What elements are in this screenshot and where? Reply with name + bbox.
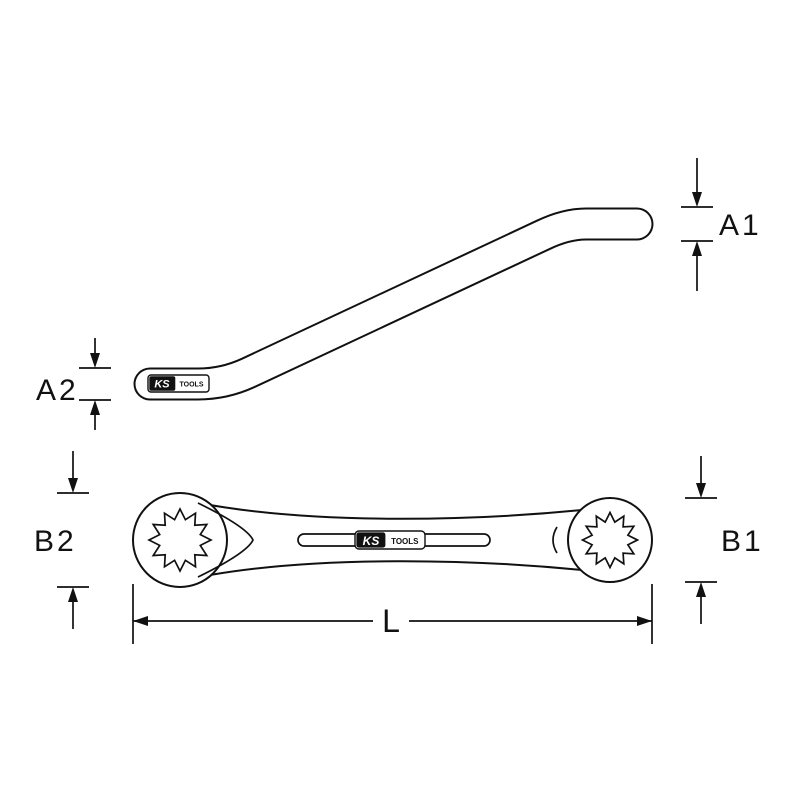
arrowhead-left — [133, 616, 148, 626]
right-ring-bihex-profile — [580, 510, 640, 570]
side-view: KS TOOLS — [133, 207, 654, 401]
right-neck-detail-line — [552, 526, 558, 554]
arrowhead-up — [68, 587, 78, 602]
dimension-a2: A2 — [36, 338, 111, 430]
dimension-l: L — [132, 584, 653, 644]
arrowhead-up — [692, 241, 702, 256]
ks-tools-logo: KS TOOLS — [147, 374, 210, 393]
arrowhead-right — [637, 616, 652, 626]
dimension-b2: B2 — [34, 451, 89, 629]
left-ring-bihex-profile — [147, 507, 213, 573]
dimension-a1: A1 — [681, 158, 762, 291]
right-ring-outline — [567, 497, 653, 583]
logo-ks-panel — [356, 532, 386, 548]
arrowhead-down — [90, 353, 100, 368]
top-view: KS TOOLS — [132, 492, 653, 588]
side-view-body — [135, 209, 652, 399]
dim-label-l: L — [382, 603, 400, 639]
logo-ks-panel — [149, 376, 176, 391]
arrowhead-down — [68, 478, 78, 493]
left-neck-detail-line — [197, 502, 254, 578]
dimension-b1: B1 — [685, 456, 764, 624]
dim-label-b1: B1 — [721, 525, 764, 558]
dim-label-a1: A1 — [719, 209, 762, 242]
arrowhead-down — [696, 483, 706, 498]
ks-tools-logo: KS TOOLS — [354, 530, 426, 550]
logo-tools-text: TOOLS — [391, 537, 419, 546]
dim-label-b2: B2 — [34, 525, 77, 558]
logo-ks-text: KS — [363, 534, 380, 548]
arrowhead-down — [692, 192, 702, 207]
left-ring-outline — [132, 492, 228, 588]
logo-tools-text: TOOLS — [180, 381, 204, 388]
dim-label-a2: A2 — [36, 374, 79, 407]
arrowhead-up — [696, 582, 706, 597]
arrowhead-up — [90, 400, 100, 415]
logo-ks-text: KS — [154, 379, 170, 391]
